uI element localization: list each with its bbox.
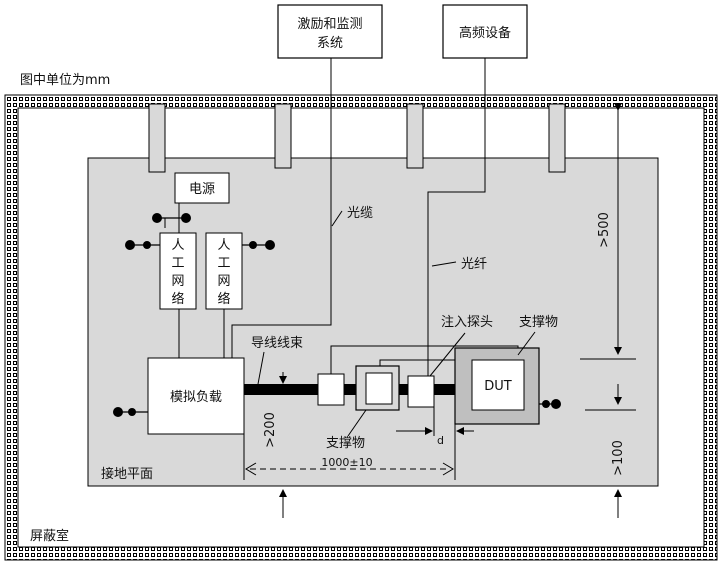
svg-text:工: 工 [171, 256, 184, 271]
excitation-monitor-box [277, 4, 383, 59]
dim-500-label: >500 [597, 212, 612, 248]
leader-lines [257, 210, 536, 437]
lisn-label-2: 人 工 网 络 [217, 238, 230, 307]
lisn-terminals [125, 240, 275, 250]
dim-100-label: >100 [611, 440, 626, 476]
lisn-label-1: 人 工 网 络 [171, 238, 184, 307]
injection-probe-label: 注入探头 [441, 315, 493, 330]
dimension-lines [243, 103, 636, 518]
dim-1000-label: 1000±10 [321, 456, 372, 469]
sim-load-label: 模拟负载 [170, 390, 222, 405]
svg-text:网: 网 [217, 274, 230, 289]
lisn-box-2 [205, 232, 243, 310]
excitation-label-line2: 系统 [317, 36, 343, 51]
svg-text:络: 络 [217, 291, 230, 307]
fiber-cable-label: 光缆 [347, 205, 373, 221]
excitation-label-line1: 激励和监测 [297, 17, 362, 32]
lisn-box-1 [159, 232, 197, 310]
optical-fiber-label: 光纤 [461, 257, 487, 272]
unit-note: 图中单位为mm [20, 73, 110, 88]
hf-equipment-label: 高频设备 [459, 25, 511, 41]
dim-200-label: >200 [263, 412, 278, 448]
power-label: 电源 [189, 182, 215, 197]
dut-label: DUT [484, 379, 512, 394]
probe-2 [365, 372, 393, 405]
support-top-label: 支撑物 [519, 315, 558, 330]
sim-load-terminal [113, 407, 148, 417]
dut-box [471, 359, 525, 411]
harness-label: 导线线束 [251, 336, 303, 351]
svg-text:人: 人 [217, 238, 230, 253]
support-bottom-label: 支撑物 [326, 436, 365, 451]
dut-terminal [539, 399, 561, 409]
injection-probe [407, 375, 435, 408]
svg-text:网: 网 [171, 274, 184, 289]
shield-room-label: 屏蔽室 [30, 528, 69, 544]
sim-load-box [147, 357, 245, 435]
svg-text:络: 络 [171, 291, 184, 307]
wire-harness [244, 384, 456, 395]
dim-d-label: d [437, 434, 444, 447]
probe-1 [317, 373, 345, 406]
feedthrough-posts [148, 103, 566, 173]
power-terminal [152, 213, 191, 223]
svg-text:工: 工 [217, 256, 230, 271]
ground-plane-label: 接地平面 [101, 466, 153, 482]
power-box [174, 172, 230, 204]
svg-text:人: 人 [171, 238, 184, 253]
